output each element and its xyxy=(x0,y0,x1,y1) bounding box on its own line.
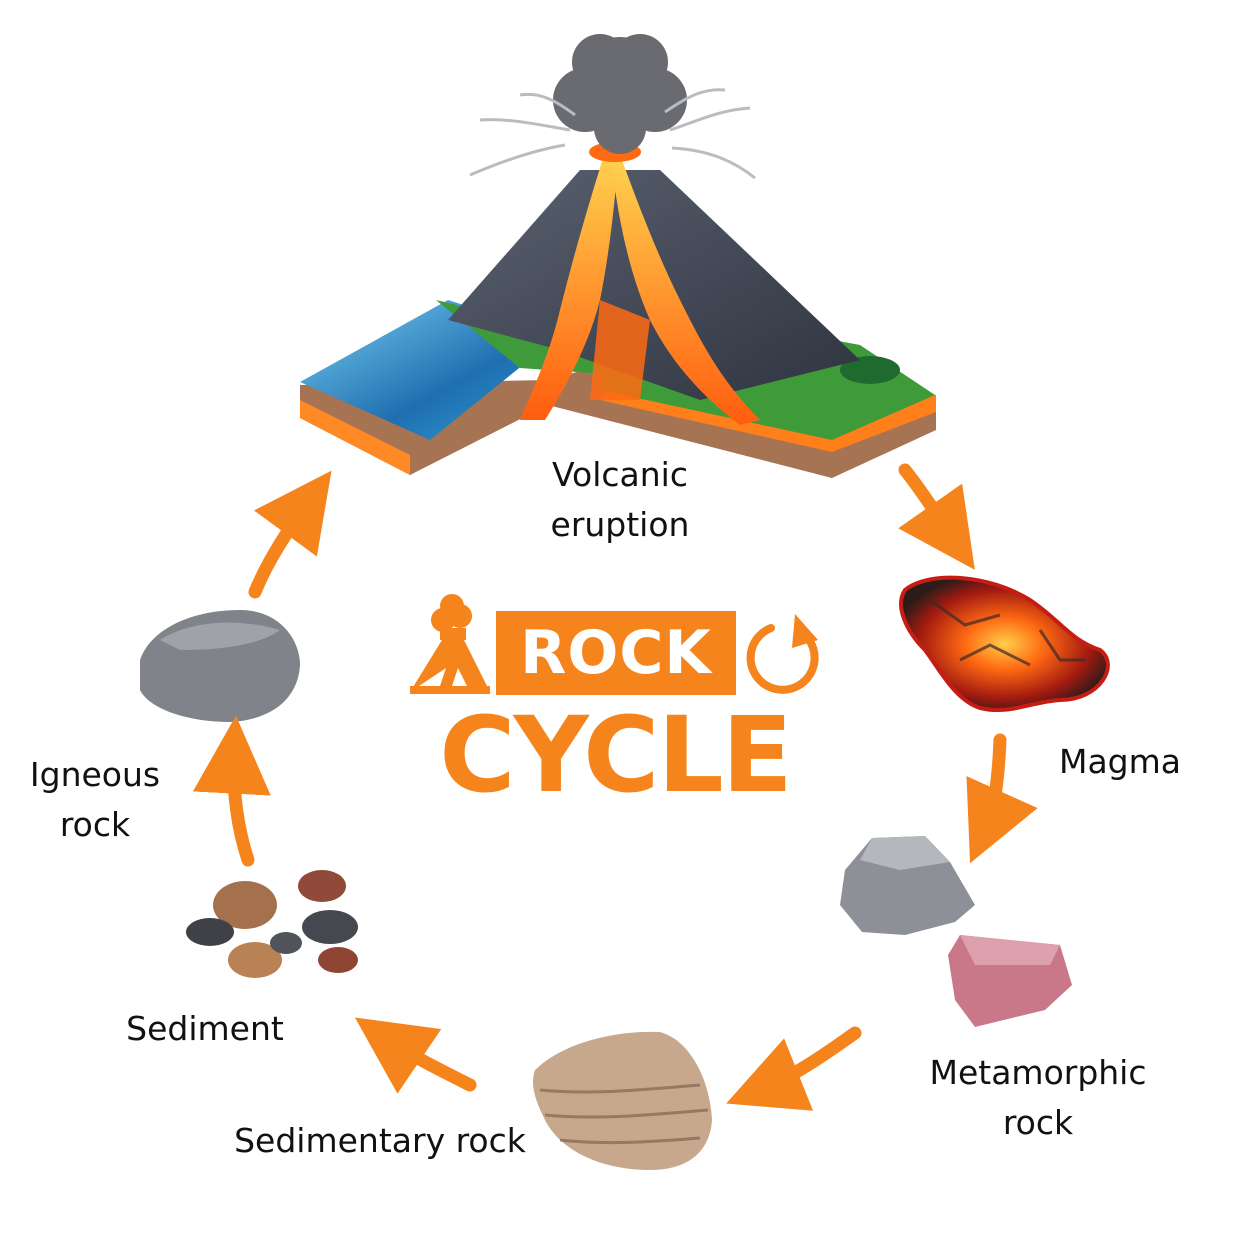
label-igneous-rock: Igneous rock xyxy=(10,750,180,850)
arrow-to-sediment xyxy=(354,1017,477,1094)
label-volcanic-line1: Volcanic xyxy=(552,455,688,494)
label-magma: Magma xyxy=(1045,737,1195,787)
arrow-to-magma xyxy=(898,463,975,570)
arrow-to-volcano xyxy=(248,470,332,599)
label-magma-line1: Magma xyxy=(1058,742,1181,781)
arrow-to-igneous xyxy=(192,715,271,867)
label-sedimentary-line1: Sedimentary rock xyxy=(234,1121,526,1160)
metamorphic-rock-illustration xyxy=(840,836,1072,1027)
label-sediment-line1: Sediment xyxy=(126,1009,284,1048)
label-metamorphic-line2: rock xyxy=(1002,1103,1074,1142)
volcano-illustration xyxy=(300,34,936,478)
arrow-to-metamorphic xyxy=(966,733,1038,864)
label-volcanic-eruption: Volcanic eruption xyxy=(520,450,720,550)
label-igneous-line1: Igneous xyxy=(29,755,161,794)
arrow-to-sedimentary xyxy=(726,1026,862,1111)
label-metamorphic-line1: Metamorphic xyxy=(929,1053,1147,1092)
title-rock-badge: ROCK xyxy=(496,611,736,695)
sediment-illustration xyxy=(186,870,358,978)
cycle-arrow-icon xyxy=(746,614,819,694)
volcano-logo-icon xyxy=(410,594,490,694)
label-sedimentary-rock: Sedimentary rock xyxy=(225,1116,535,1166)
label-igneous-line2: rock xyxy=(59,805,131,844)
igneous-rock-illustration xyxy=(140,610,300,722)
label-metamorphic-rock: Metamorphic rock xyxy=(918,1048,1158,1148)
magma-illustration xyxy=(899,575,1110,713)
cycle-arrows xyxy=(192,463,1038,1111)
title-cycle: CYCLE xyxy=(439,694,793,816)
label-volcanic-line2: eruption xyxy=(550,505,690,544)
label-sediment: Sediment xyxy=(115,1004,295,1054)
sedimentary-rock-illustration xyxy=(533,1031,712,1170)
